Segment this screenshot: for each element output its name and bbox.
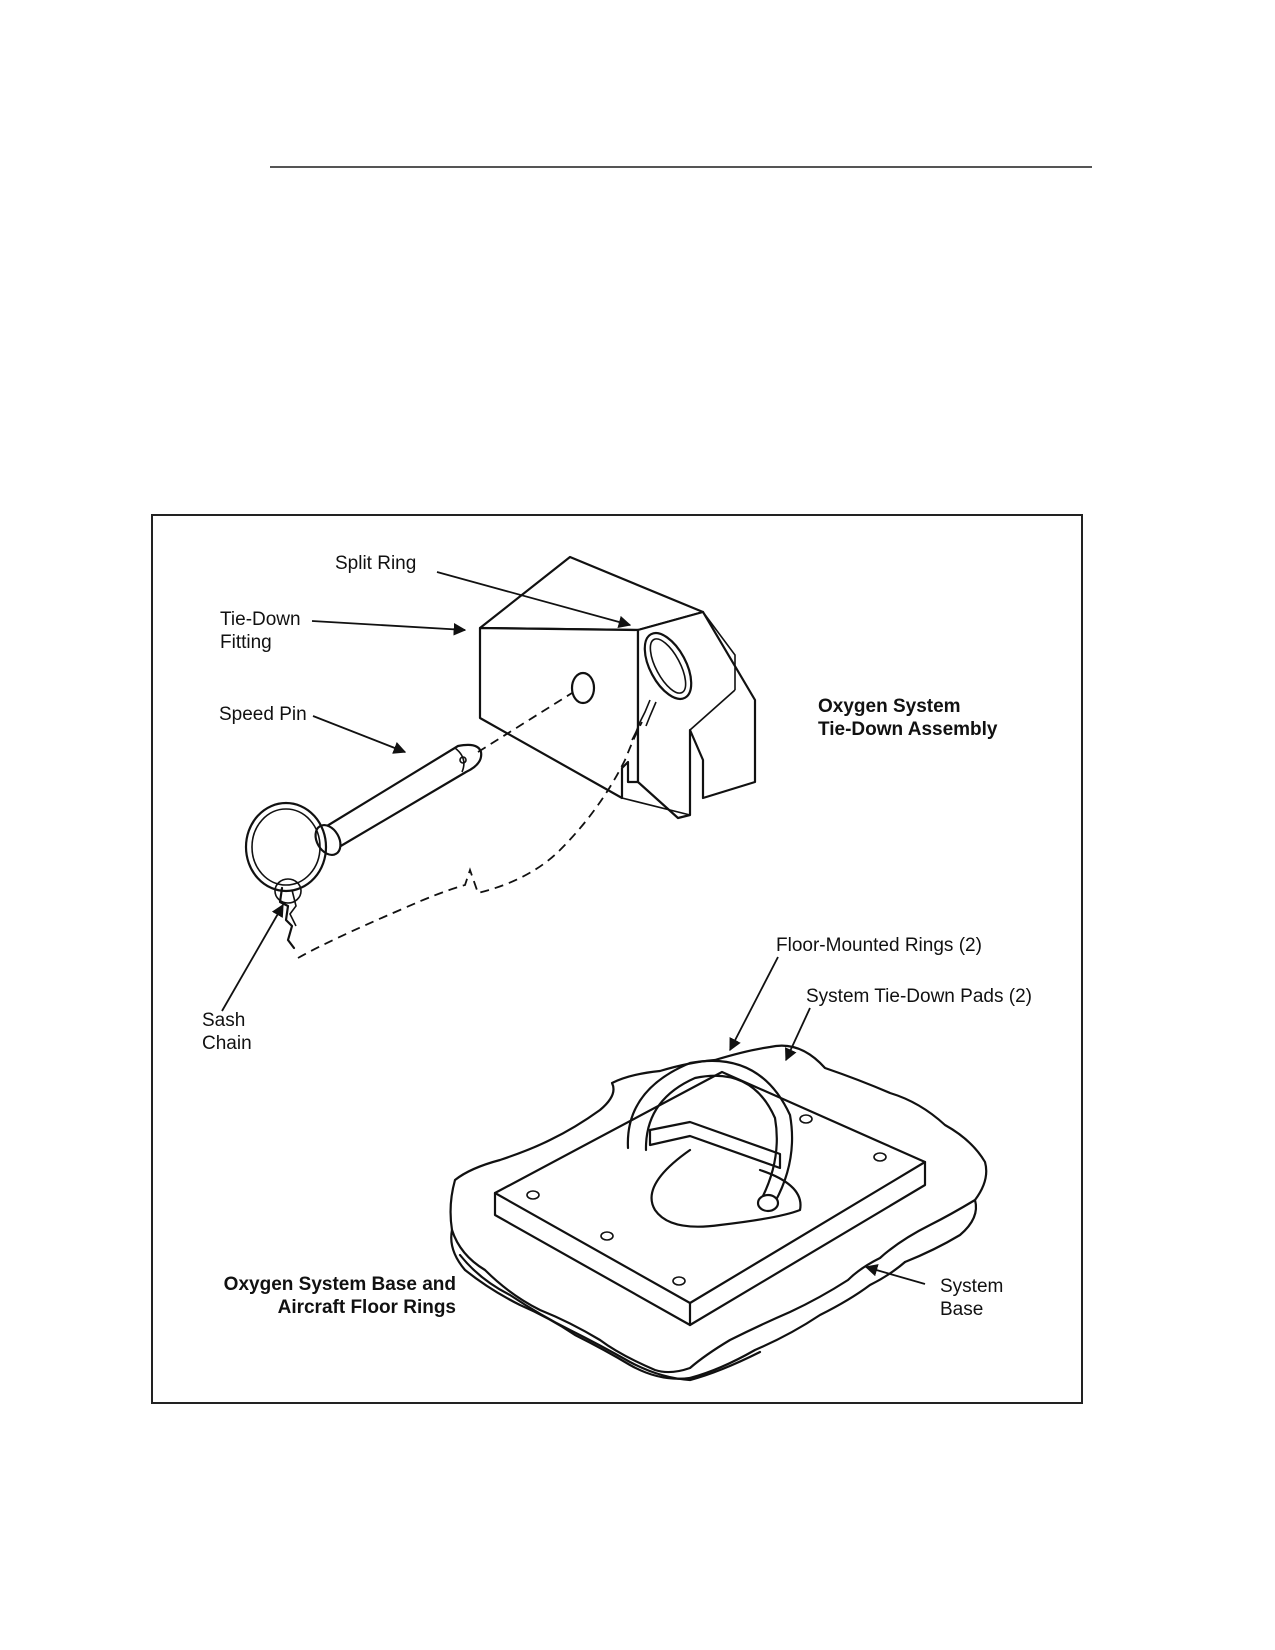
label-tie-down-fitting-line2: Fitting bbox=[220, 632, 272, 653]
label-system-tie-down-pads: System Tie-Down Pads (2) bbox=[806, 986, 1032, 1007]
system-base-leader bbox=[864, 1264, 926, 1285]
sash-chain-leader bbox=[221, 903, 284, 1012]
floor-rings-leader bbox=[729, 956, 779, 1052]
label-system-base-line1: System bbox=[940, 1276, 1003, 1297]
lower-title-line1: Oxygen System Base and bbox=[224, 1274, 456, 1295]
label-sash-line2: Chain bbox=[202, 1033, 252, 1054]
upper-title-line2: Tie-Down Assembly bbox=[818, 719, 998, 740]
label-system-base-line2: Base bbox=[940, 1299, 983, 1320]
system-base-drawing bbox=[449, 1044, 988, 1382]
tie-down-fitting-leader bbox=[311, 620, 467, 636]
upper-title-line1: Oxygen System bbox=[818, 696, 961, 717]
header-rule bbox=[270, 166, 1092, 168]
label-split-ring: Split Ring bbox=[335, 553, 416, 574]
sash-chain-path bbox=[297, 721, 643, 959]
figure-frame bbox=[151, 514, 1083, 1404]
speed-pin-drawing bbox=[244, 692, 573, 950]
lower-title-line2: Aircraft Floor Rings bbox=[278, 1297, 456, 1318]
tie-down-fitting-drawing bbox=[478, 555, 757, 820]
label-floor-mounted-rings: Floor-Mounted Rings (2) bbox=[776, 935, 982, 956]
tie-down-pads-leader bbox=[785, 1007, 811, 1062]
split-ring-leader bbox=[436, 571, 632, 629]
label-tie-down-fitting-line1: Tie-Down bbox=[220, 609, 301, 630]
speed-pin-leader bbox=[312, 715, 407, 754]
label-sash-line1: Sash bbox=[202, 1010, 245, 1031]
label-speed-pin: Speed Pin bbox=[219, 704, 307, 725]
